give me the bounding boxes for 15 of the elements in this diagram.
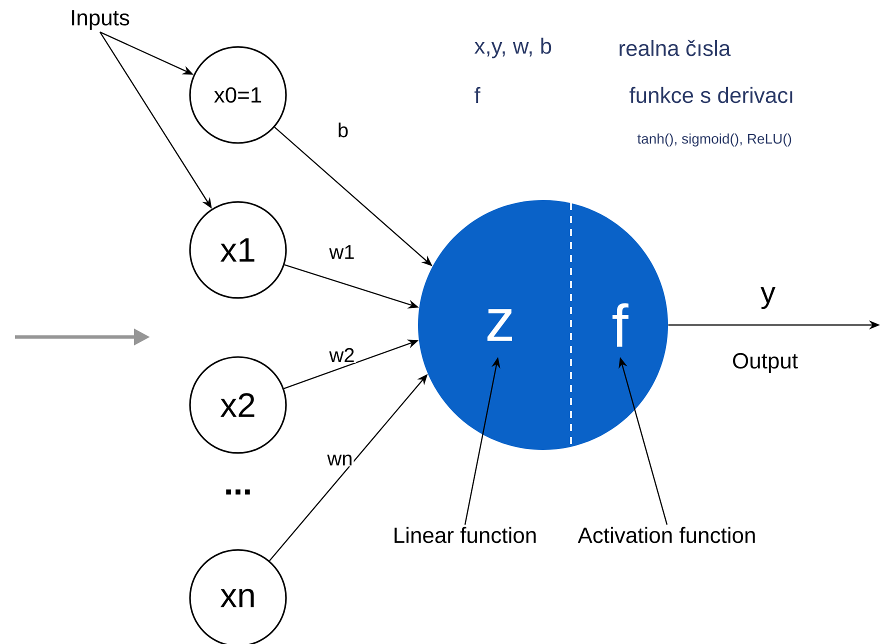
note-text: x,y, w, b [474, 38, 552, 58]
ellipsis: ... [226, 489, 250, 495]
edge-label: w1 [328, 244, 356, 260]
text-label: Inputs [72, 10, 130, 30]
text-label: Activation function [578, 526, 755, 544]
note-text: funkce s derivacı [630, 86, 792, 104]
text-label: Linear function [394, 526, 536, 544]
output-label: Output [733, 353, 798, 373]
note-text: realna čısla [620, 40, 731, 56]
edge-label: wn [326, 454, 354, 466]
edge-label: b [336, 122, 350, 138]
note-text: tanh(), sigmoid(), ReLU() [637, 133, 792, 146]
edge-label: w2 [328, 347, 356, 363]
edge-label: y [760, 286, 776, 310]
note-text: f [474, 87, 480, 103]
